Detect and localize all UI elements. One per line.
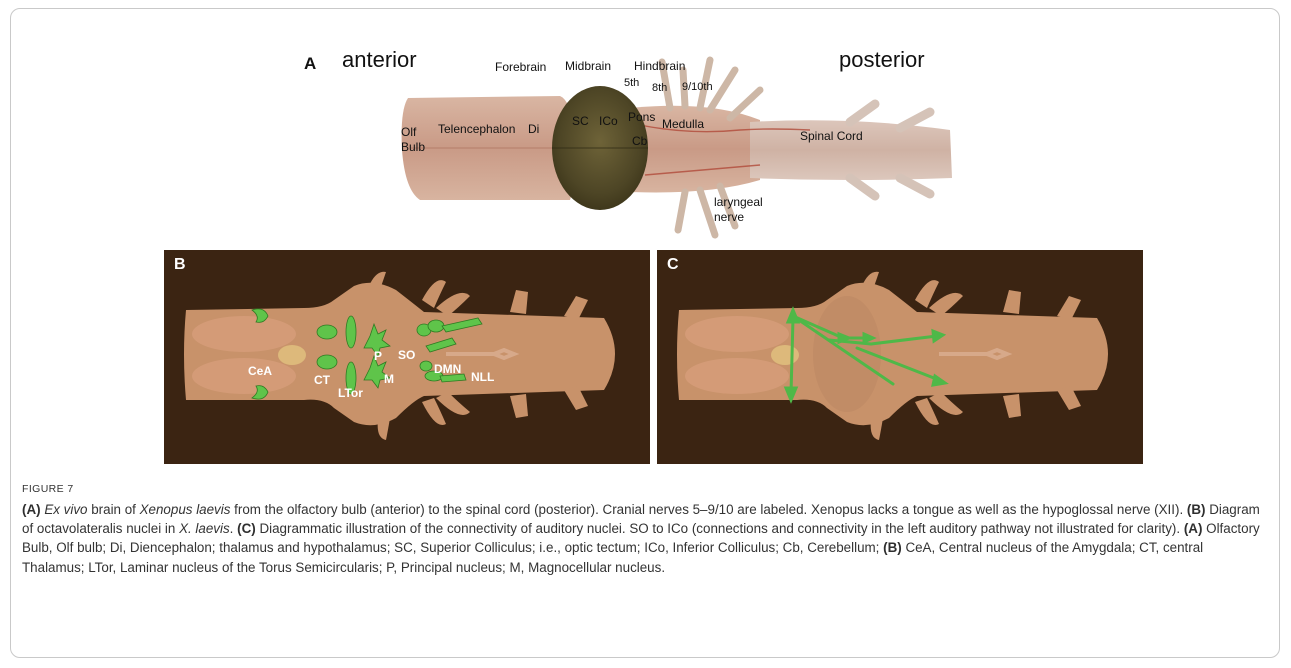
label-sc: SC [572, 114, 589, 128]
label-nerve-8th: 8th [652, 82, 667, 94]
label-p: P [374, 349, 382, 363]
label-olf: Olf [401, 125, 416, 139]
label-di: Di [528, 122, 539, 136]
panel-c-letter: C [667, 256, 679, 274]
label-bulb: Bulb [401, 140, 425, 154]
label-anterior: anterior [342, 47, 417, 73]
label-so: SO [398, 348, 415, 362]
caption-tag-b: (B) [1187, 502, 1206, 517]
caption-tag-a: (A) [1184, 521, 1203, 536]
label-nerve-9-10th: 9/10th [682, 81, 713, 93]
label-posterior: posterior [839, 47, 925, 73]
connectivity-diagram [657, 250, 1143, 464]
caption-ex-vivo: Ex vivo [44, 502, 87, 517]
label-telencephalon: Telencephalon [438, 122, 515, 136]
caption-tag-c: (C) [237, 521, 256, 536]
label-spinal-cord: Spinal Cord [800, 129, 863, 143]
label-pons: Pons [628, 110, 655, 124]
label-laryngeal: laryngeal [714, 195, 763, 209]
label-nerve-5th: 5th [624, 77, 639, 89]
label-medulla: Medulla [662, 117, 704, 131]
caption-text: from the olfactory bulb (anterior) to th… [230, 502, 1186, 517]
figure-label: FIGURE 7 [22, 483, 74, 495]
label-midbrain: Midbrain [565, 59, 611, 73]
caption-tag-b: (B) [883, 540, 902, 555]
caption-tag-a: (A) [22, 502, 41, 517]
caption-text: Diagrammatic illustration of the connect… [256, 521, 1184, 536]
caption-species-abbrev: X. laevis [179, 521, 230, 536]
label-ltor: LTor [338, 386, 363, 400]
panel-a: A anterior posterior Forebrain Midbrain … [290, 30, 1010, 245]
label-dmn: DMN [434, 362, 461, 376]
label-forebrain: Forebrain [495, 60, 546, 74]
caption-text: . [230, 521, 237, 536]
label-hindbrain: Hindbrain [634, 59, 685, 73]
label-ico: ICo [599, 114, 618, 128]
caption-text: brain of [88, 502, 140, 517]
figure-caption: (A) Ex vivo brain of Xenopus laevis from… [22, 500, 1262, 577]
label-m: M [384, 372, 394, 386]
label-ct: CT [314, 373, 330, 387]
panel-b-letter: B [174, 256, 186, 274]
panel-b: B CeA CT LTor P M SO DMN NLL [164, 250, 650, 464]
label-nll: NLL [471, 370, 494, 384]
panel-a-letter: A [304, 54, 316, 74]
label-cb: Cb [632, 134, 647, 148]
label-nerve: nerve [714, 210, 744, 224]
panel-c: C [657, 250, 1143, 464]
label-cea: CeA [248, 364, 272, 378]
caption-species: Xenopus laevis [140, 502, 231, 517]
